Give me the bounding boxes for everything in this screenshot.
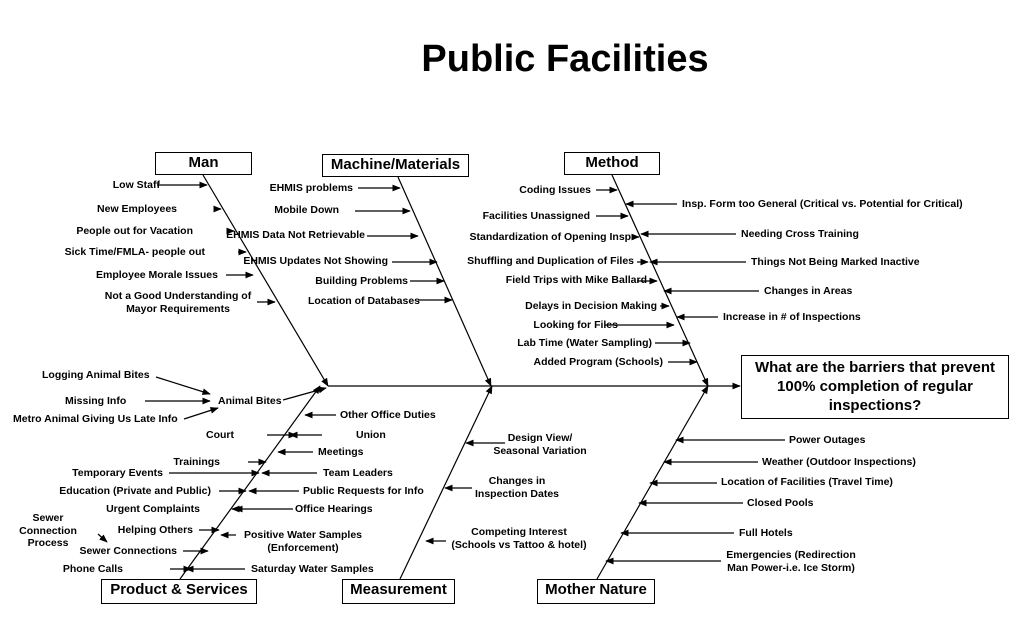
cause-label: Shuffling and Duplication of Files bbox=[467, 255, 634, 267]
cause-label: Location of Facilities (Travel Time) bbox=[721, 476, 893, 488]
bone-product bbox=[179, 385, 321, 580]
cause-label: Other Office Duties bbox=[340, 409, 436, 421]
cause-label: Insp. Form too General (Critical vs. Pot… bbox=[682, 198, 963, 210]
page-title: Public Facilities bbox=[421, 38, 709, 80]
category-man: Man bbox=[155, 152, 252, 175]
cause-label: Things Not Being Marked Inactive bbox=[751, 256, 920, 268]
cause-arrow bbox=[282, 386, 327, 401]
cause-label: Phone Calls bbox=[62, 563, 123, 575]
sub-cause-arrow bbox=[97, 533, 108, 543]
cause-label: Temporary Events bbox=[72, 467, 163, 479]
cause-label: Changes in Inspection Dates bbox=[474, 475, 560, 500]
cause-label: People out for Vacation bbox=[76, 225, 193, 237]
cause-label: Closed Pools bbox=[747, 497, 814, 509]
category-mother-nature: Mother Nature bbox=[537, 579, 655, 604]
cause-label: EHMIS problems bbox=[269, 182, 353, 194]
cause-label: Standardization of Opening Insp. bbox=[469, 231, 635, 243]
cause-label: EHMIS Data Not Retrievable bbox=[226, 229, 365, 241]
bone-measurement bbox=[399, 385, 493, 580]
cause-label: Animal Bites bbox=[218, 395, 282, 407]
sub-cause-arrow bbox=[183, 407, 219, 420]
category-measurement: Measurement bbox=[342, 579, 455, 604]
cause-label: Coding Issues bbox=[519, 184, 591, 196]
category-method: Method bbox=[564, 152, 660, 175]
cause-label: Meetings bbox=[318, 446, 364, 458]
cause-label: Positive Water Samples (Enforcement) bbox=[243, 529, 363, 554]
cause-label: Sewer Connections bbox=[79, 545, 177, 557]
cause-label: Sick Time/FMLA- people out bbox=[64, 246, 205, 258]
cause-label: Saturday Water Samples bbox=[251, 563, 374, 575]
sub-cause-label: Sewer Connection Process bbox=[19, 512, 77, 549]
cause-label: Needing Cross Training bbox=[741, 228, 859, 240]
cause-label: Lab Time (Water Sampling) bbox=[517, 337, 652, 349]
cause-label: Employee Morale Issues bbox=[96, 269, 218, 281]
cause-label: Education (Private and Public) bbox=[59, 485, 211, 497]
cause-label: Looking for Files bbox=[533, 319, 618, 331]
cause-label: Public Requests for Info bbox=[303, 485, 424, 497]
sub-cause-arrow bbox=[155, 376, 211, 395]
cause-label: Design View/ Seasonal Variation bbox=[493, 432, 587, 457]
cause-label: Facilities Unassigned bbox=[482, 210, 590, 222]
cause-label: Delays in Decision Making bbox=[525, 300, 657, 312]
cause-label: New Employees bbox=[97, 203, 177, 215]
cause-label: Competing Interest (Schools vs Tattoo & … bbox=[451, 526, 587, 551]
cause-label: Full Hotels bbox=[739, 527, 793, 539]
cause-label: Team Leaders bbox=[323, 467, 393, 479]
sub-cause-label: Logging Animal Bites bbox=[42, 369, 150, 381]
cause-label: Changes in Areas bbox=[764, 285, 853, 297]
cause-label: EHMIS Updates Not Showing bbox=[243, 255, 388, 267]
sub-cause-label: Missing Info bbox=[65, 395, 127, 407]
cause-label: Urgent Complaints bbox=[106, 503, 200, 515]
cause-label: Office Hearings bbox=[295, 503, 373, 515]
cause-label: Weather (Outdoor Inspections) bbox=[762, 456, 916, 468]
cause-label: Low Staff bbox=[112, 179, 160, 191]
cause-label: Emergencies (Redirection Man Power-i.e. … bbox=[726, 549, 856, 574]
cause-label: Increase in # of Inspections bbox=[723, 311, 861, 323]
cause-label: Building Problems bbox=[315, 275, 408, 287]
bone-method bbox=[611, 174, 709, 387]
category-machine-materials: Machine/Materials bbox=[322, 154, 469, 177]
effect-problem-statement: What are the barriers that prevent 100% … bbox=[741, 355, 1009, 419]
cause-label: Location of Databases bbox=[307, 295, 420, 307]
category-product-services: Product & Services bbox=[101, 579, 257, 604]
cause-label: Added Program (Schools) bbox=[533, 356, 663, 368]
cause-label: Not a Good Understanding of Mayor Requir… bbox=[104, 290, 252, 315]
bone-man bbox=[202, 174, 329, 387]
cause-label: Mobile Down bbox=[274, 204, 339, 216]
cause-label: Trainings bbox=[173, 456, 220, 468]
sub-cause-label: Metro Animal Giving Us Late Info bbox=[13, 413, 178, 425]
cause-label: Field Trips with Mike Ballard bbox=[505, 274, 647, 286]
cause-label: Union bbox=[356, 429, 386, 441]
cause-label: Court bbox=[206, 429, 234, 441]
cause-label: Power Outages bbox=[789, 434, 866, 446]
cause-label: Helping Others bbox=[117, 524, 193, 536]
